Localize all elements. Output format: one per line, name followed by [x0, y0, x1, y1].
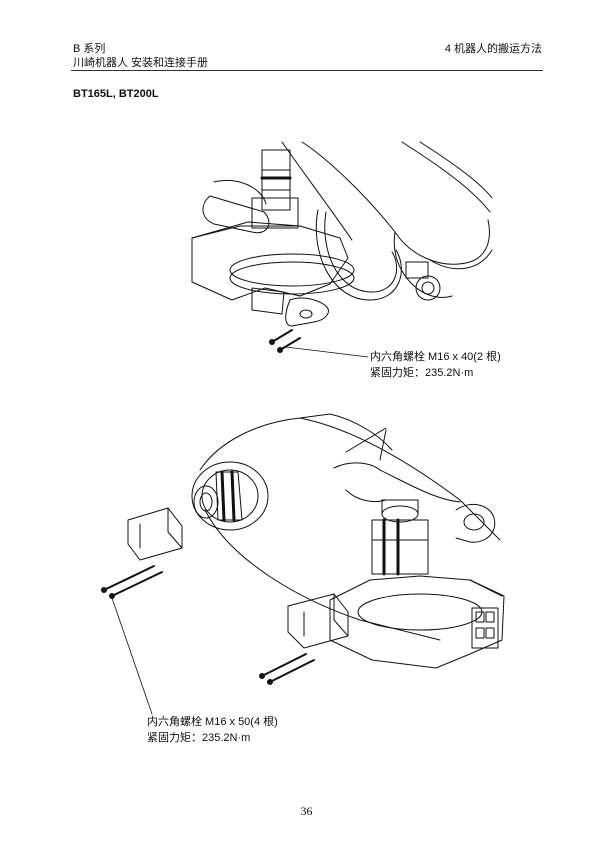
header-left: B 系列 川崎机器人 安装和连接手册 — [73, 42, 208, 70]
header-divider — [71, 70, 543, 71]
callout-bottom-torque: 紧固力矩：235.2N·m — [147, 732, 251, 744]
callout-top: 内六角螺栓 M16 x 40(2 根) 紧固力矩：235.2N·m — [370, 349, 501, 381]
model-title: BT165L, BT200L — [73, 88, 159, 100]
callout-top-torque: 紧固力矩：235.2N·m — [370, 367, 474, 379]
page-number: 36 — [300, 804, 313, 818]
header-series: B 系列 — [73, 43, 106, 55]
callout-top-bolt-spec: 内六角螺栓 M16 x 40(2 根) — [370, 351, 501, 363]
header-chapter: 4 机器人的搬运方法 — [444, 43, 542, 55]
callout-bottom: 内六角螺栓 M16 x 50(4 根) 紧固力矩：235.2N·m — [147, 714, 278, 746]
callout-bottom-bolt-spec: 内六角螺栓 M16 x 50(4 根) — [147, 716, 278, 728]
header-manual-title: 川崎机器人 安装和连接手册 — [73, 57, 209, 69]
